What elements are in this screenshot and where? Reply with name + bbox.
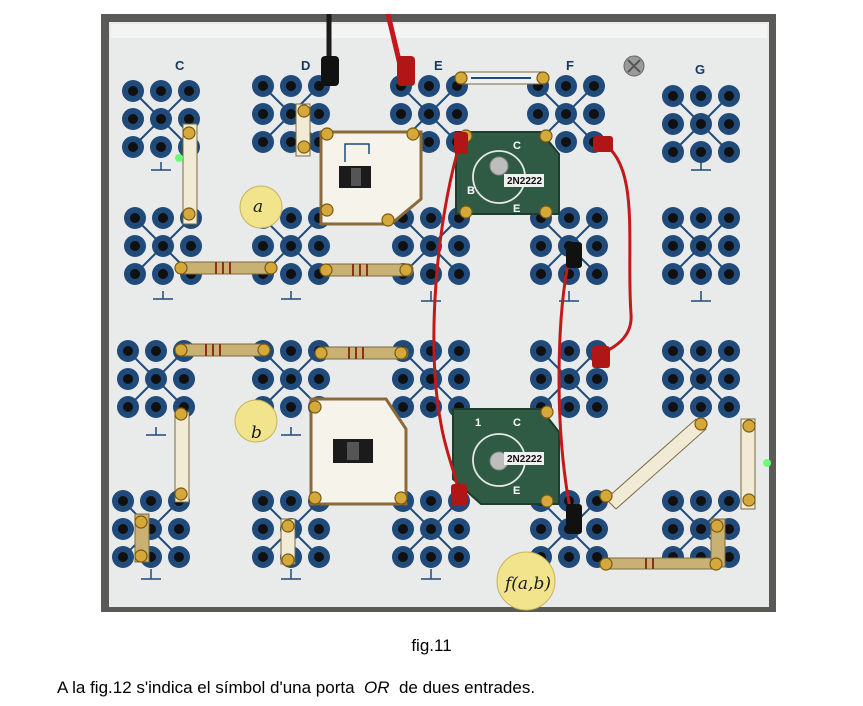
brass-terminal (742, 419, 756, 433)
column-label-f: F (566, 58, 574, 73)
label-disc-output: f(a,b) (496, 551, 556, 611)
input-label-a: a (253, 197, 263, 217)
banana-plugs (321, 56, 613, 534)
brass-terminal (320, 203, 334, 217)
brass-terminal (174, 343, 188, 357)
switch-b-module (309, 397, 408, 506)
node-cluster (662, 207, 740, 285)
brass-terminal (182, 126, 196, 140)
brass-terminal (539, 205, 553, 219)
brass-terminal (182, 207, 196, 221)
pin-e-top: E (513, 203, 520, 215)
brass-terminal (308, 491, 322, 505)
brass-terminal (281, 519, 295, 533)
figure-caption: fig.11 (411, 636, 452, 655)
transistor-bottom-label: 2N2222 (507, 454, 542, 465)
column-label-d: D (301, 58, 310, 73)
paragraph-text-before: A la fig.12 s'indica el símbol d'una por… (57, 678, 365, 697)
brass-terminal (264, 261, 278, 275)
brass-terminal (314, 346, 328, 360)
pin-c-bottom: C (513, 417, 521, 429)
brass-terminal (540, 405, 554, 419)
led-top-left (175, 154, 183, 162)
brass-terminal (599, 557, 613, 571)
pin-c-top: C (513, 140, 521, 152)
brass-terminal (134, 549, 148, 563)
brass-terminal (134, 515, 148, 529)
node-cluster (392, 490, 470, 568)
brass-terminal (394, 346, 408, 360)
output-label: f(a,b) (503, 574, 551, 594)
node-cluster (662, 490, 740, 568)
brass-terminal (399, 263, 413, 277)
input-label-b: b (251, 423, 262, 443)
column-label-e: E (434, 58, 443, 73)
circuit-board-photo: C D E F G (101, 14, 776, 612)
node-cluster (662, 85, 740, 163)
label-disc-b: b (234, 399, 278, 443)
brass-terminal (540, 494, 554, 508)
brass-terminal (381, 213, 395, 227)
brass-terminal (174, 261, 188, 275)
node-cluster (662, 340, 740, 418)
brass-terminal (454, 71, 468, 85)
body-paragraph: A la fig.12 s'indica el símbol d'una por… (57, 678, 535, 698)
brass-terminal (599, 489, 613, 503)
screw-icon (623, 55, 645, 77)
transistor-number: 1 (475, 417, 481, 429)
column-label-c: C (175, 58, 185, 73)
brass-terminal (394, 491, 408, 505)
pin-e-bottom: E (513, 485, 520, 497)
brass-terminal (257, 343, 271, 357)
component-bars (134, 71, 756, 570)
switch-a-module (319, 130, 423, 226)
brass-terminal (297, 104, 311, 118)
node-cluster (530, 340, 608, 418)
brass-terminal (742, 493, 756, 507)
brass-terminal (539, 129, 553, 143)
brass-terminal (536, 71, 550, 85)
brass-terminal (297, 140, 311, 154)
brass-terminal (281, 553, 295, 567)
brass-terminal (709, 557, 723, 571)
paragraph-text-after: de dues entrades. (389, 678, 536, 697)
transistor-module-bottom: 2N2222 1 C E (452, 408, 560, 505)
pin-b-top: B (467, 185, 475, 197)
paragraph-emphasis: OR (364, 678, 390, 697)
brass-terminal (694, 417, 708, 431)
brass-terminal (319, 263, 333, 277)
label-disc-a: a (239, 185, 283, 229)
brass-terminal (174, 407, 188, 421)
transistor-module-top: 2N2222 C B E (455, 131, 560, 215)
brass-terminals (134, 71, 756, 571)
led-right (763, 459, 771, 467)
brass-terminal (710, 519, 724, 533)
brass-terminal (320, 127, 334, 141)
transistor-top-label: 2N2222 (507, 176, 542, 187)
brass-terminal (174, 487, 188, 501)
node-cluster (117, 340, 195, 418)
column-label-g: G (695, 62, 705, 77)
brass-terminal (459, 205, 473, 219)
node-cluster (252, 75, 330, 153)
brass-terminal (308, 400, 322, 414)
brass-terminal (406, 127, 420, 141)
